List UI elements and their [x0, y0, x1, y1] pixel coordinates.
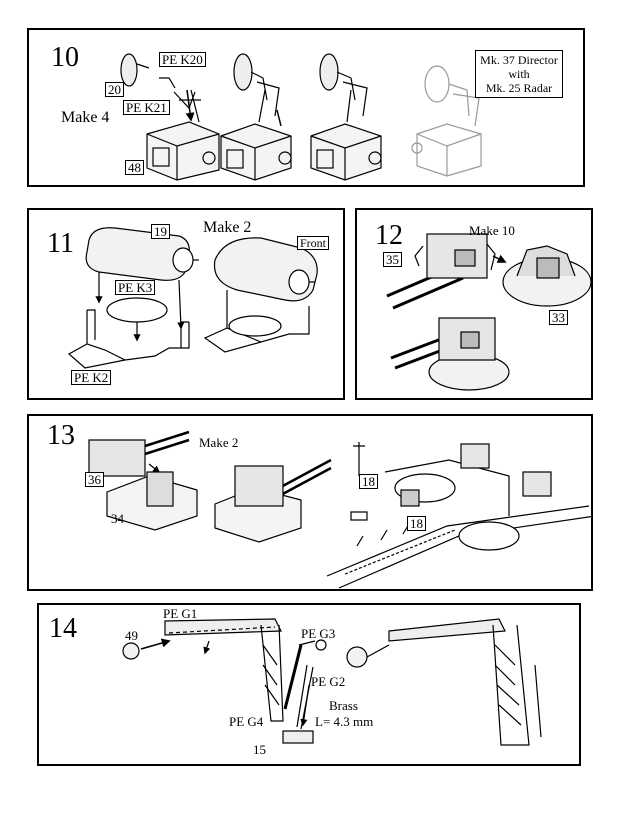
director-assembly-1 — [120, 53, 220, 181]
gun-mount-exploded — [88, 430, 198, 531]
part-label-33: 33 — [549, 310, 568, 325]
part-label-19: 19 — [151, 224, 170, 239]
shield-assembled — [203, 237, 318, 353]
step-number: 14 — [49, 613, 77, 644]
shield-parts-exploded — [67, 227, 199, 369]
director-radar-note: Mk. 37 Director with Mk. 25 Radar — [475, 50, 563, 98]
step-10-illustration — [120, 53, 482, 181]
step-number: 11 — [47, 228, 74, 259]
make-quantity-label: Make 4 — [61, 109, 110, 126]
part-label-49: 49 — [125, 628, 138, 643]
note-line-2: with — [508, 67, 530, 81]
part-label-pe-g2: PE G2 — [311, 674, 346, 689]
step-12-illustration — [386, 233, 591, 391]
step-14-panel: 14 PE G1 49 PE G3 PE G2 Brass L= 4.3 mm … — [37, 603, 581, 766]
brass-part-label: Brass — [329, 698, 358, 713]
part-label-48: 48 — [125, 160, 144, 175]
step-14-illustration — [122, 618, 542, 746]
part-label-pe-k21: PE K21 — [123, 100, 170, 115]
brass-length-label: L= 4.3 mm — [315, 714, 374, 729]
gun-mount-assembled — [214, 458, 332, 543]
part-label-20: 20 — [105, 82, 124, 97]
part-label-pe-g3: PE G3 — [301, 626, 336, 641]
part-label-36: 36 — [85, 472, 104, 487]
step-number: 10 — [51, 42, 79, 73]
part-label-pe-k20: PE K20 — [159, 52, 206, 67]
ship-deck-section — [326, 442, 591, 589]
step-12-panel: 12 Make 10 35 33 — [355, 208, 593, 400]
director-assembly-4-faded — [411, 65, 482, 177]
make-quantity-label: Make 2 — [199, 435, 239, 450]
part-label-pe-g4: PE G4 — [229, 714, 264, 729]
director-assembly-2 — [220, 53, 292, 181]
part-label-pe-k3: PE K3 — [115, 280, 156, 295]
part-label-pe-k2: PE K2 — [71, 370, 112, 385]
part-label-15: 15 — [253, 742, 266, 757]
step-13-panel: 13 Make 2 36 34 18 18 — [27, 414, 593, 591]
part-label-18-a: 18 — [359, 474, 378, 489]
step-number: 12 — [375, 220, 403, 251]
director-assembly-3 — [310, 53, 382, 181]
step-number: 13 — [47, 420, 75, 451]
twin-gun-mount-assembled — [390, 317, 510, 391]
front-direction-label: Front — [297, 236, 330, 250]
step-13-illustration — [88, 430, 591, 589]
step-11-illustration — [67, 227, 318, 369]
crane-exploded — [122, 618, 327, 744]
note-line-3: Mk. 25 Radar — [485, 81, 553, 95]
part-label-35: 35 — [383, 252, 402, 267]
twin-gun-mount-exploded — [386, 233, 591, 310]
make-quantity-label: Make 2 — [203, 219, 252, 236]
step-10-panel: 10 Make 4 20 PE K20 PE K21 48 Mk. 37 Dir… — [27, 28, 585, 187]
make-quantity-label: Make 10 — [469, 223, 515, 238]
step-11-panel: 11 Make 2 19 PE K3 PE K2 Front — [27, 208, 345, 400]
part-label-pe-g1: PE G1 — [163, 606, 198, 621]
note-line-1: Mk. 37 Director — [480, 53, 558, 67]
crane-assembled — [346, 618, 542, 746]
part-label-18-b: 18 — [407, 516, 426, 531]
part-label-34: 34 — [111, 511, 124, 526]
